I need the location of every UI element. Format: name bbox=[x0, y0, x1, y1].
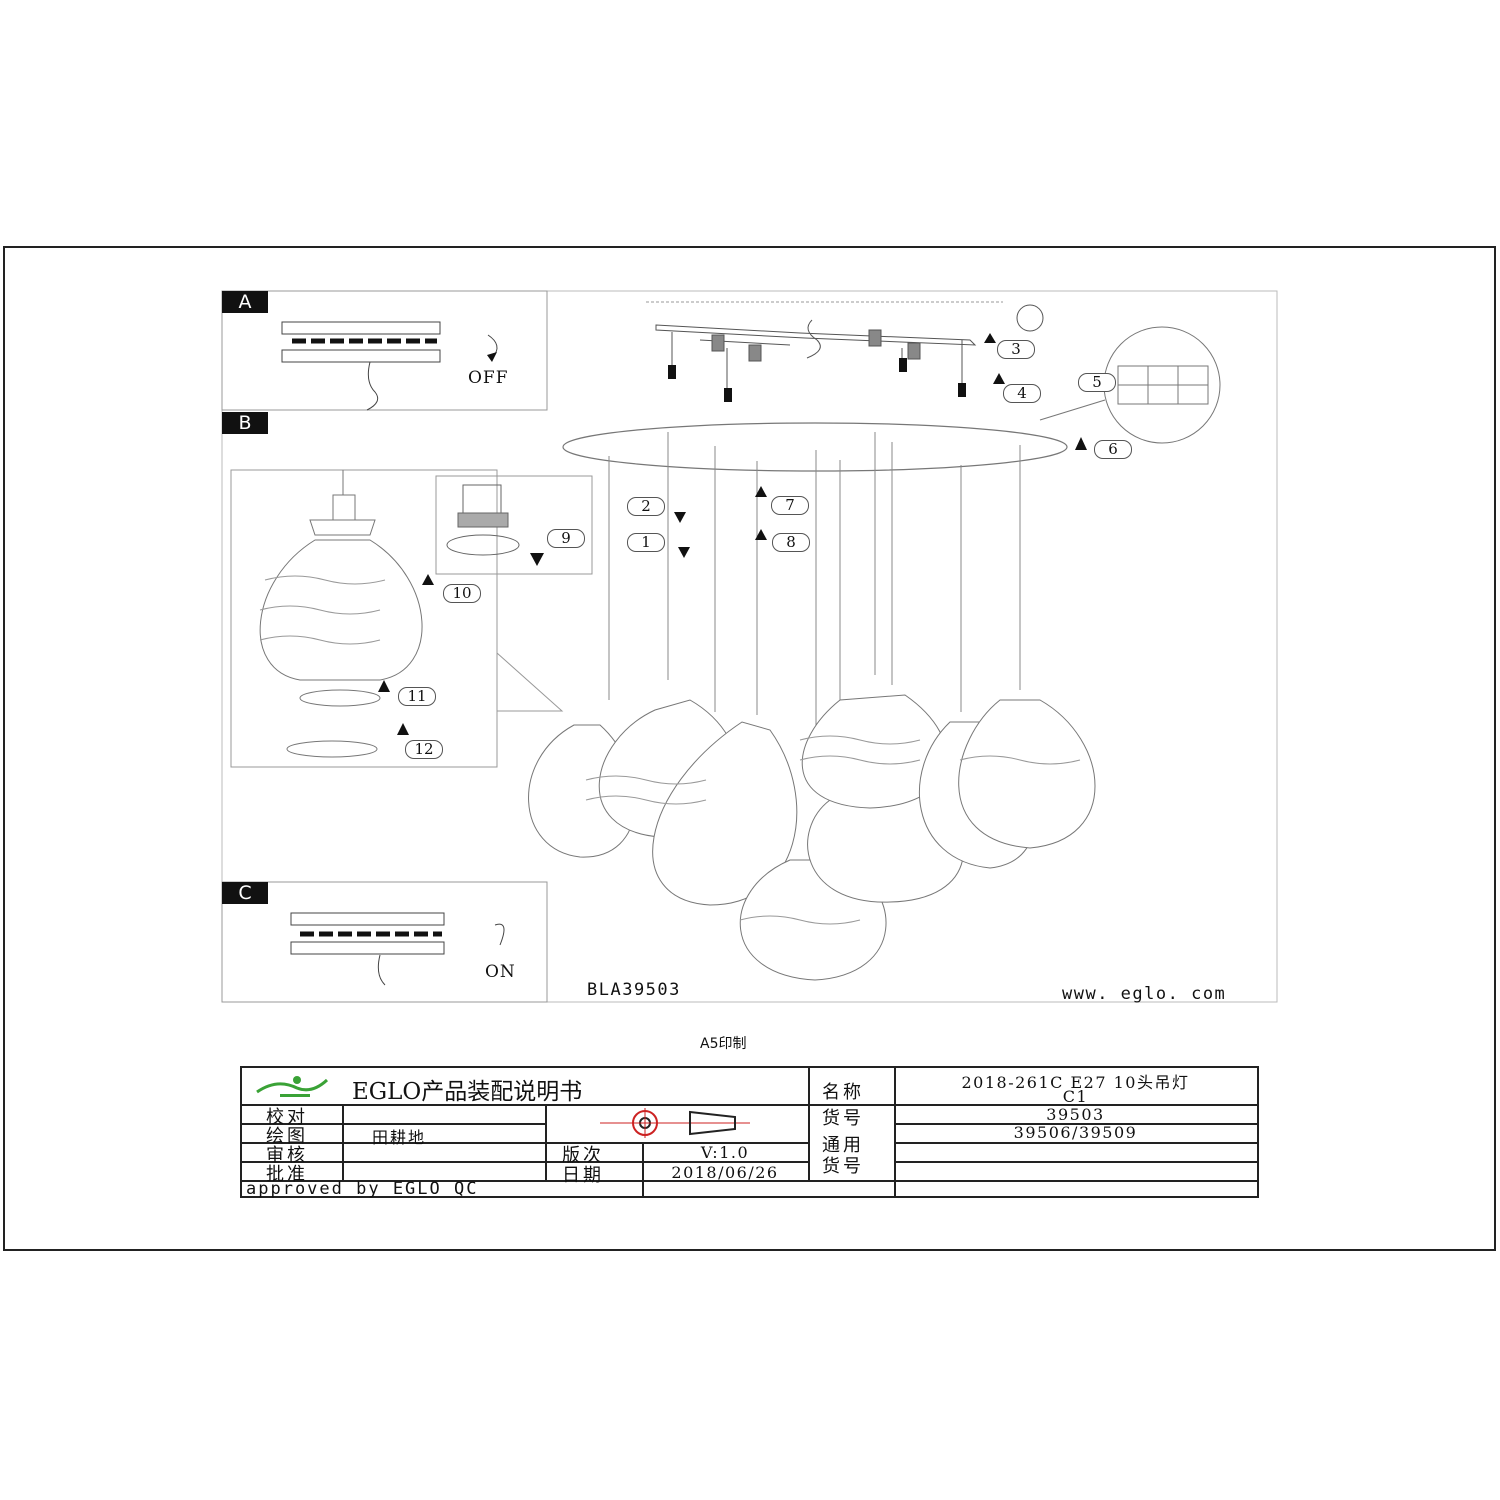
drawing-sheet bbox=[3, 246, 1496, 1251]
approve-label: 批准 bbox=[266, 1164, 308, 1185]
version-label: 版次 bbox=[562, 1145, 604, 1166]
switch-off-label: OFF bbox=[468, 368, 509, 388]
callout-5: 5 bbox=[1078, 373, 1116, 392]
drawn-value: 田耕地 bbox=[372, 1128, 427, 1147]
section-b-tag: B bbox=[222, 412, 268, 434]
socket-detail bbox=[446, 484, 520, 556]
check-label: 校对 bbox=[266, 1107, 308, 1128]
projection-symbol bbox=[600, 1108, 750, 1138]
print-note: A5印制 bbox=[700, 1036, 747, 1052]
name-value-line2: C1 bbox=[1062, 1087, 1089, 1106]
company-logo bbox=[256, 1076, 329, 1097]
panel-b-frame bbox=[230, 469, 498, 768]
breaker-off-illustration bbox=[281, 321, 498, 411]
direction-arrows bbox=[378, 333, 1087, 735]
screws bbox=[668, 358, 966, 402]
name-value-line1: 2018-261C E27 10头吊灯 bbox=[961, 1073, 1190, 1092]
callout-10: 10 bbox=[443, 584, 481, 603]
common-value: 39506/39509 bbox=[1013, 1123, 1138, 1142]
shade-detail bbox=[259, 470, 423, 758]
item-no-value: 39503 bbox=[1046, 1105, 1105, 1124]
common-label-line1: 通用 bbox=[822, 1135, 864, 1156]
common-label-line2: 货号 bbox=[822, 1156, 864, 1177]
section-c-tag: C bbox=[222, 882, 268, 904]
socket-detail-frame bbox=[435, 475, 593, 575]
item-no-label: 货号 bbox=[822, 1108, 864, 1129]
callout-3: 3 bbox=[997, 340, 1035, 359]
section-a-tag: A bbox=[222, 291, 268, 313]
panel-a-frame bbox=[221, 290, 548, 411]
callout-12: 12 bbox=[405, 740, 443, 759]
review-label: 审核 bbox=[266, 1145, 308, 1166]
callout-4: 4 bbox=[1003, 384, 1041, 403]
callout-2: 2 bbox=[627, 497, 665, 516]
callout-7: 7 bbox=[771, 496, 809, 515]
callout-6: 6 bbox=[1094, 440, 1132, 459]
brand-title: EGLO产品装配说明书 bbox=[352, 1079, 583, 1105]
name-label: 名称 bbox=[822, 1082, 864, 1103]
drawn-label: 绘图 bbox=[266, 1126, 308, 1147]
switch-on-label: ON bbox=[485, 962, 516, 982]
date-label: 日期 bbox=[562, 1165, 604, 1186]
callout-8: 8 bbox=[772, 533, 810, 552]
mounting-bracket bbox=[655, 304, 1044, 390]
approved-by: approved by EGLO QC bbox=[246, 1179, 479, 1199]
date-value: 2018/06/26 bbox=[671, 1163, 779, 1182]
callout-11: 11 bbox=[398, 687, 436, 706]
callout-9: 9 bbox=[547, 529, 585, 548]
callout-1: 1 bbox=[627, 533, 665, 552]
model-code: BLA39503 bbox=[587, 980, 681, 1000]
glass-shades bbox=[528, 694, 1096, 981]
breaker-on-illustration bbox=[290, 912, 505, 986]
panel-c-frame bbox=[221, 881, 548, 1003]
version-value: V:1.0 bbox=[700, 1143, 750, 1162]
main-frame bbox=[221, 290, 1278, 1003]
terminal-block-detail bbox=[1039, 326, 1221, 444]
canopy-plate bbox=[562, 422, 1068, 472]
website-url: www. eglo. com bbox=[1062, 984, 1227, 1004]
title-block: EGLO产品装配说明书 校对 绘图 田耕地 审核 批准 approved by … bbox=[240, 1066, 1259, 1199]
